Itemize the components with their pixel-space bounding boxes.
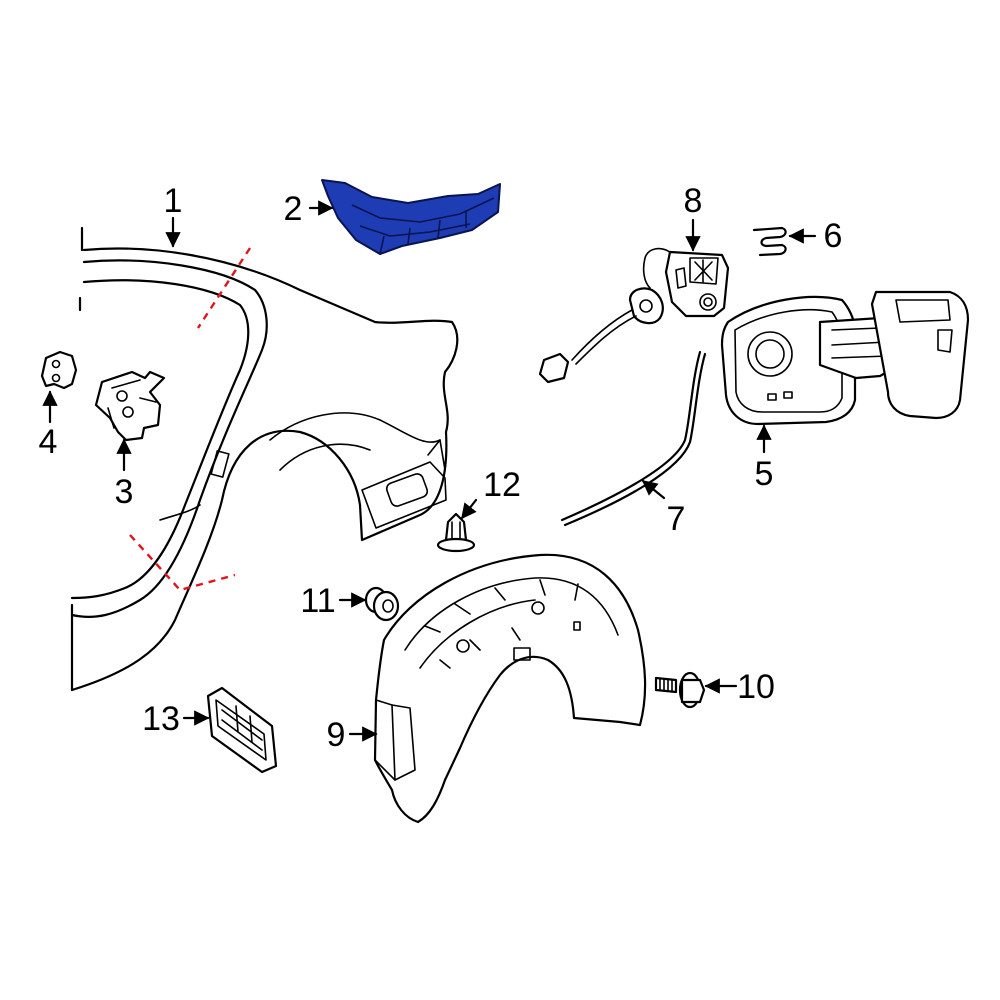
callout-8: 8 [684,182,703,220]
actuator-part-8[interactable] [538,247,730,384]
retainer-part-12[interactable] [436,512,476,553]
leader-12 [460,498,478,520]
fuel-door-part[interactable] [720,290,970,426]
callout-9: 9 [327,716,346,754]
callout-5: 5 [755,455,774,493]
bolt-part-10[interactable] [654,671,706,709]
callout-10: 10 [737,668,775,706]
vent-part-13[interactable] [206,686,278,774]
callout-7: 7 [667,500,686,538]
quarter-panel-part[interactable] [70,226,459,692]
spring-clip-part-6[interactable] [752,226,787,257]
callout-12: 12 [483,466,521,504]
callout-2: 2 [284,190,303,228]
leader-7 [641,479,666,500]
callout-1: 1 [164,182,183,220]
cut-line-upper [196,247,252,329]
callout-13: 13 [142,700,180,738]
release-cable-part-7[interactable] [560,350,707,527]
wheelhouse-liner-part[interactable] [373,553,647,824]
extension-part-highlighted[interactable] [321,179,501,255]
callout-4: 4 [39,423,58,461]
push-pin-part-11[interactable] [364,586,400,622]
clip-part-4[interactable] [40,350,78,390]
callout-11: 11 [300,582,335,620]
callout-labels: 1 2 3 4 5 6 7 8 9 10 11 12 13 [39,182,843,754]
bracket-part-3[interactable] [94,370,166,442]
callout-3: 3 [115,473,134,511]
callout-6: 6 [824,217,843,255]
leader-lines [42,200,817,742]
